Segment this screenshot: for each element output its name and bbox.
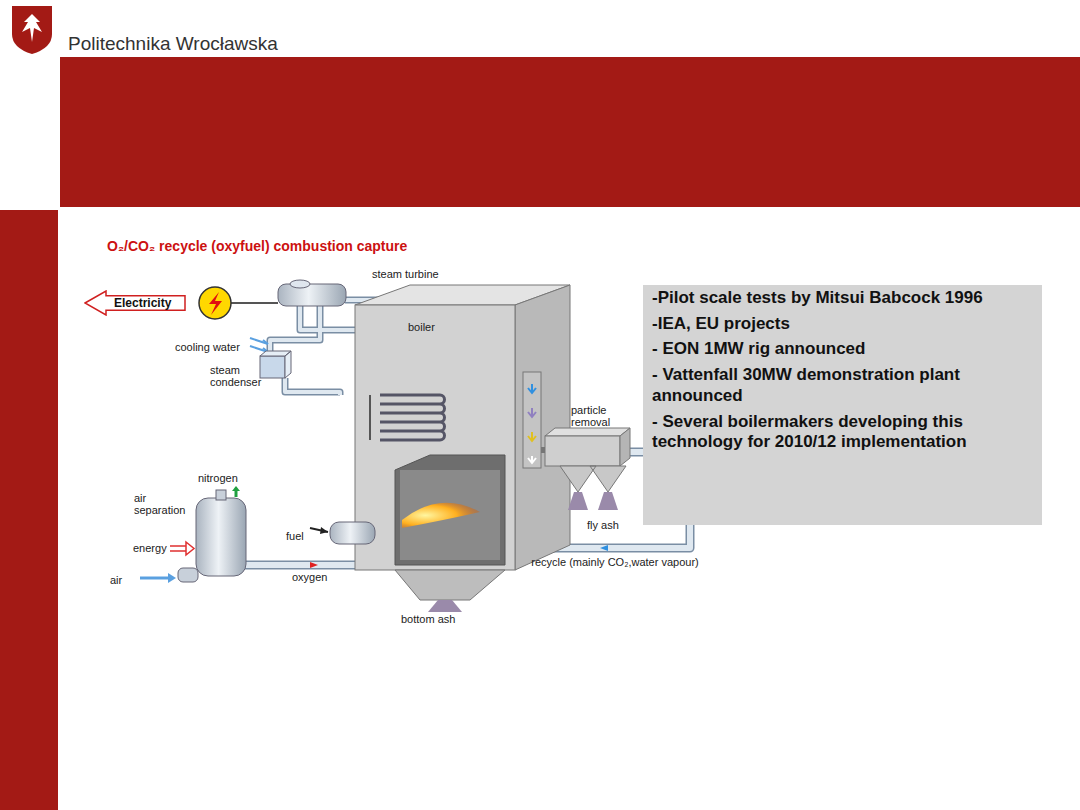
generator-symbol xyxy=(199,287,231,319)
air-separation-unit xyxy=(140,486,246,583)
part-label: nitrogen xyxy=(198,472,238,484)
flue-duct xyxy=(523,372,545,468)
output-arrow: Electricity xyxy=(84,290,185,316)
bullet-text: - Vattenfall 30MW demonstration plant an… xyxy=(652,365,1032,406)
notes-panel: -Pilot scale tests by Mitsui Babcock 199… xyxy=(643,285,1042,525)
slide-title: O₂/CO₂ recycle (oxyfuel) combustion capt… xyxy=(107,239,407,254)
bullet-text: - Several boilermakers developing this t… xyxy=(652,412,1032,453)
part-label: recycle (mainly CO₂,water vapour) xyxy=(515,556,715,568)
part-label: particle removal xyxy=(571,404,633,428)
part-label: cooling water xyxy=(175,341,240,353)
boiler-coils xyxy=(380,395,445,440)
bottom-ash-pile xyxy=(428,600,462,612)
logo xyxy=(12,6,52,54)
part-label: oxygen xyxy=(292,571,327,583)
part-label: steam turbine xyxy=(372,268,439,280)
particle-removal xyxy=(545,428,630,510)
part-label: bottom ash xyxy=(401,613,455,625)
bullet-text: - EON 1MW rig announced xyxy=(652,339,1032,360)
part-label: air xyxy=(110,574,122,586)
part-label: steam condenser xyxy=(210,364,262,388)
part-label: fly ash xyxy=(587,519,619,531)
arrow-label: Electricity xyxy=(114,296,171,310)
burner xyxy=(310,522,375,544)
bullet-text: -IEA, EU projects xyxy=(652,314,1032,335)
header-band xyxy=(60,57,1080,207)
part-label: energy xyxy=(133,542,167,554)
boiler xyxy=(355,285,570,600)
steam-turbine xyxy=(278,280,346,306)
part-label: boiler xyxy=(408,321,435,333)
side-band xyxy=(0,210,58,810)
institution-name: Politechnika Wrocławska xyxy=(68,34,278,55)
part-label: air separation xyxy=(134,492,194,516)
steam-condenser xyxy=(260,351,291,378)
part-label: fuel xyxy=(286,530,304,542)
bullet-text: -Pilot scale tests by Mitsui Babcock 199… xyxy=(652,288,1032,309)
